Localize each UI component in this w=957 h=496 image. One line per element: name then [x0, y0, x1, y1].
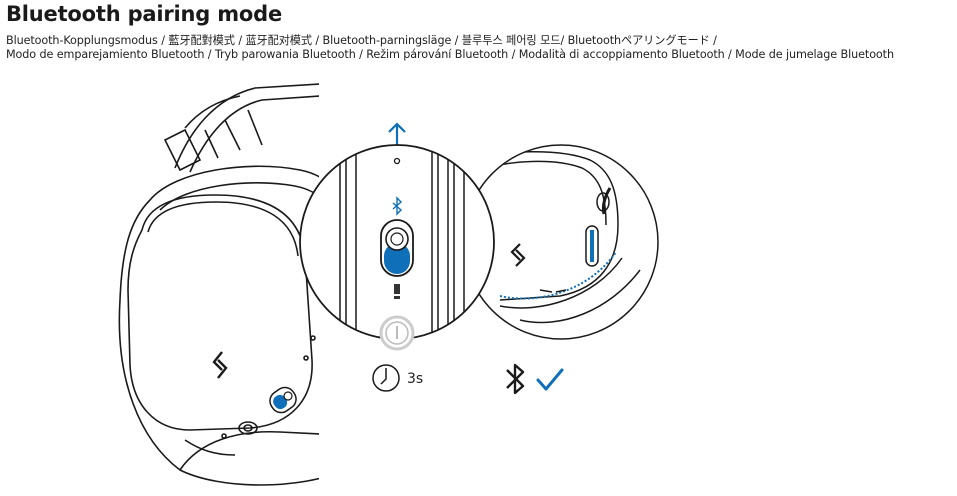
power-icon	[379, 315, 415, 351]
checkmark-icon	[536, 368, 564, 391]
earcup-switch	[269, 386, 297, 414]
zoom-circle-center	[299, 144, 495, 351]
led-indicator	[393, 157, 401, 165]
clock-icon	[372, 364, 400, 392]
translations-line-1: Bluetooth-Kopplungsmodus / 藍牙配對模式 / 蓝牙配对…	[6, 34, 717, 47]
bluetooth-icon	[506, 363, 525, 395]
indicator-mark	[394, 284, 400, 294]
page-title: Bluetooth pairing mode	[6, 2, 283, 26]
headset-earcup	[118, 83, 319, 486]
hold-duration-label: 3s	[407, 371, 424, 387]
zoom-circle-right	[463, 144, 659, 340]
bluetooth-icon	[392, 196, 403, 216]
arrow-up-icon	[388, 122, 406, 146]
translations-line-2: Modo de emparejamiento Bluetooth / Tryb …	[6, 48, 894, 61]
bluetooth-slider	[380, 219, 414, 277]
